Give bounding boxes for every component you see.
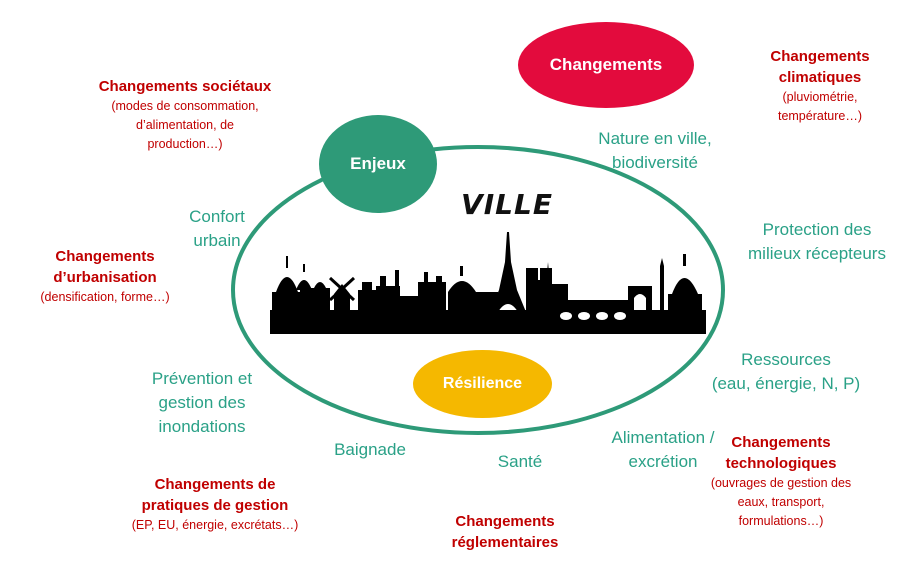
driver-technologiques-sub-2: eaux, transport, xyxy=(737,495,825,509)
driver-climatiques-title-2: climatiques xyxy=(778,69,862,86)
issue-prevention-line-1: Prévention et xyxy=(151,369,253,388)
driver-societaux-sub-2: d’alimentation, de xyxy=(136,118,234,132)
issue-protection: Protection des milieux récepteurs xyxy=(722,218,912,266)
issue-nature-line-2: biodiversité xyxy=(612,153,698,172)
driver-urbanisation-sub-1: (densification, forme…) xyxy=(40,290,170,304)
windmill-blades xyxy=(328,276,356,302)
issue-confort: Confort urbain xyxy=(172,205,262,253)
driver-gestion-title-1: Changements de xyxy=(154,476,276,493)
driver-gestion-sub-1: (EP, EU, énergie, excrétats…) xyxy=(131,518,299,532)
enjeux-bubble-label: Enjeux xyxy=(350,154,406,173)
driver-urbanisation-title-2: d’urbanisation xyxy=(53,269,157,286)
enjeux-bubble: Enjeux xyxy=(319,115,437,213)
issue-alimentation: Alimentation / excrétion xyxy=(592,426,734,474)
issue-prevention-line-3: inondations xyxy=(158,417,246,436)
driver-societaux-sub-1: (modes de consommation, xyxy=(111,99,259,113)
changements-bubble-label: Changements xyxy=(549,55,663,74)
city-title: VILLE xyxy=(461,188,553,221)
driver-reglementaires: Changements réglementaires xyxy=(425,511,585,553)
driver-climatiques: Changements climatiques (pluviométrie, t… xyxy=(745,46,895,126)
issue-nature: Nature en ville, biodiversité xyxy=(575,127,735,175)
issue-prevention-line-2: gestion des xyxy=(158,393,246,412)
skyline-arches xyxy=(560,312,626,320)
issue-nature-line-1: Nature en ville, xyxy=(598,129,712,148)
issue-baignade: Baignade xyxy=(334,440,406,459)
issue-confort-line-1: Confort xyxy=(189,207,245,226)
driver-technologiques-sub-1: (ouvrages de gestion des xyxy=(710,476,852,490)
issue-ressources-line-1: Ressources xyxy=(741,350,831,369)
issue-protection-line-2: milieux récepteurs xyxy=(748,244,886,263)
issue-alimentation-line-2: excrétion xyxy=(628,452,698,471)
driver-gestion: Changements de pratiques de gestion (EP,… xyxy=(85,474,345,535)
issue-sante: Santé xyxy=(497,452,543,471)
driver-technologiques-title-2: technologiques xyxy=(725,455,837,472)
issue-protection-line-1: Protection des xyxy=(762,220,872,239)
paris-skyline xyxy=(270,232,706,334)
driver-gestion-title-2: pratiques de gestion xyxy=(141,497,289,514)
driver-urbanisation: Changements d’urbanisation (densificatio… xyxy=(15,246,195,307)
resilience-bubble: Résilience xyxy=(413,350,552,418)
driver-climatiques-sub-2: température…) xyxy=(777,109,863,123)
resilience-bubble-label: Résilience xyxy=(442,375,523,392)
issue-alimentation-line-1: Alimentation / xyxy=(611,428,715,447)
driver-technologiques-sub-3: formulations…) xyxy=(738,514,824,528)
driver-societaux-title: Changements sociétaux xyxy=(98,78,272,95)
driver-urbanisation-title-1: Changements xyxy=(55,248,155,265)
driver-climatiques-title-1: Changements xyxy=(770,48,870,65)
issue-confort-line-2: urbain xyxy=(193,231,241,250)
driver-societaux: Changements sociétaux (modes de consomma… xyxy=(70,76,300,154)
issue-prevention: Prévention et gestion des inondations xyxy=(132,367,272,439)
driver-technologiques-title-1: Changements xyxy=(731,434,831,451)
issue-ressources: Ressources (eau, énergie, N, P) xyxy=(696,348,876,396)
city-ring xyxy=(231,145,725,435)
issue-ressources-line-2: (eau, énergie, N, P) xyxy=(711,374,861,393)
driver-reglementaires-title-1: Changements xyxy=(455,513,555,530)
driver-reglementaires-title-2: réglementaires xyxy=(451,534,559,551)
driver-climatiques-sub-1: (pluviométrie, xyxy=(782,90,858,104)
changements-bubble: Changements xyxy=(518,22,694,108)
driver-societaux-sub-3: production…) xyxy=(147,137,223,151)
driver-technologiques: Changements technologiques (ouvrages de … xyxy=(698,432,864,531)
